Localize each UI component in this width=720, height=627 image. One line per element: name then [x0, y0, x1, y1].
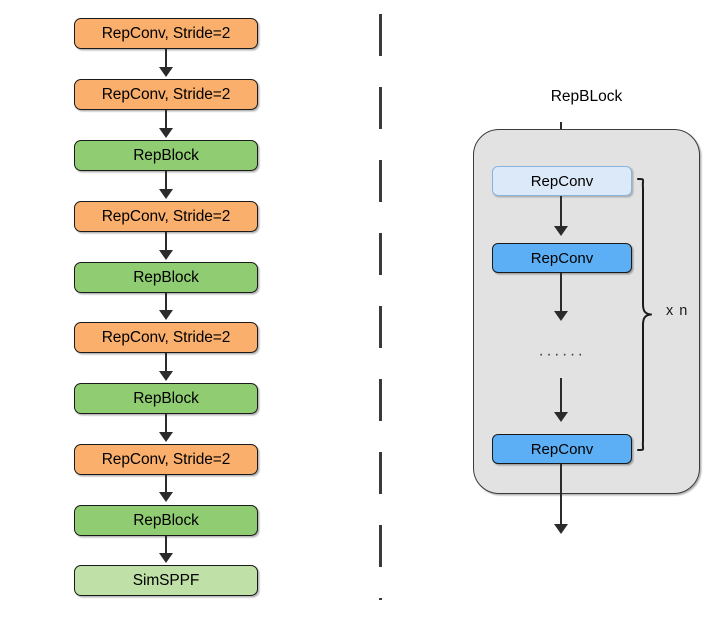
node-repblock-4[interactable]: RepBlock	[74, 505, 258, 536]
node-label: RepBlock	[133, 146, 199, 164]
node-repconv-stride-2[interactable]: RepConv, Stride=2	[74, 79, 258, 110]
node-label: RepConv	[530, 440, 594, 458]
node-repconv-stride-4[interactable]: RepConv, Stride=2	[74, 322, 258, 353]
node-label: RepConv, Stride=2	[101, 85, 231, 103]
connector-arrowhead	[159, 128, 173, 138]
connector-line	[560, 273, 563, 315]
connector-line	[165, 171, 168, 193]
node-repconv-stride-1[interactable]: RepConv, Stride=2	[74, 18, 258, 49]
repblock-output-line	[560, 464, 563, 528]
repblock-output-arrowhead	[554, 524, 568, 534]
node-label: RepBlock	[133, 511, 199, 529]
node-label: RepBlock	[133, 268, 199, 286]
node-repblock-1[interactable]: RepBlock	[74, 140, 258, 171]
connector-arrowhead	[159, 432, 173, 442]
dashed-divider	[379, 14, 382, 600]
node-repblock-2[interactable]: RepBlock	[74, 262, 258, 293]
connector-arrowhead	[159, 189, 173, 199]
connector-line	[560, 196, 563, 230]
connector-arrowhead	[159, 67, 173, 77]
node-repconv-second[interactable]: RepConv	[492, 243, 632, 273]
node-label: RepConv, Stride=2	[101, 328, 231, 346]
connector-line	[165, 110, 168, 132]
connector-arrowhead	[159, 553, 173, 563]
connector-line	[165, 49, 168, 71]
repeat-count-label: x n	[666, 303, 689, 319]
connector-line	[165, 414, 168, 436]
connector-arrowhead	[159, 310, 173, 320]
connector-line	[165, 232, 168, 254]
node-repblock-3[interactable]: RepBlock	[74, 383, 258, 414]
node-simsppf[interactable]: SimSPPF	[74, 565, 258, 596]
ellipsis-marker: ······	[538, 346, 586, 363]
node-repconv-first[interactable]: RepConv	[492, 166, 632, 196]
node-label: RepConv, Stride=2	[101, 450, 231, 468]
connector-arrowhead	[554, 226, 568, 236]
connector-line	[165, 536, 168, 557]
connector-line	[165, 475, 168, 496]
node-repconv-stride-3[interactable]: RepConv, Stride=2	[74, 201, 258, 232]
repblock-detail-title: RepBLock	[550, 88, 623, 105]
connector-line	[560, 378, 563, 416]
connector-arrowhead	[159, 492, 173, 502]
connector-arrowhead	[554, 412, 568, 422]
connector-arrowhead	[554, 311, 568, 321]
node-label: RepConv	[530, 249, 594, 267]
connector-arrowhead	[159, 250, 173, 260]
repeat-brace-icon	[637, 178, 652, 451]
node-label: RepConv, Stride=2	[101, 207, 231, 225]
connector-line	[165, 353, 168, 375]
connector-line	[165, 293, 168, 314]
node-label: RepBlock	[133, 389, 199, 407]
node-repconv-last[interactable]: RepConv	[492, 434, 632, 464]
node-label: SimSPPF	[132, 571, 200, 589]
connector-arrowhead	[159, 371, 173, 381]
node-label: RepConv	[530, 172, 594, 190]
node-label: RepConv, Stride=2	[101, 24, 231, 42]
node-repconv-stride-5[interactable]: RepConv, Stride=2	[74, 444, 258, 475]
